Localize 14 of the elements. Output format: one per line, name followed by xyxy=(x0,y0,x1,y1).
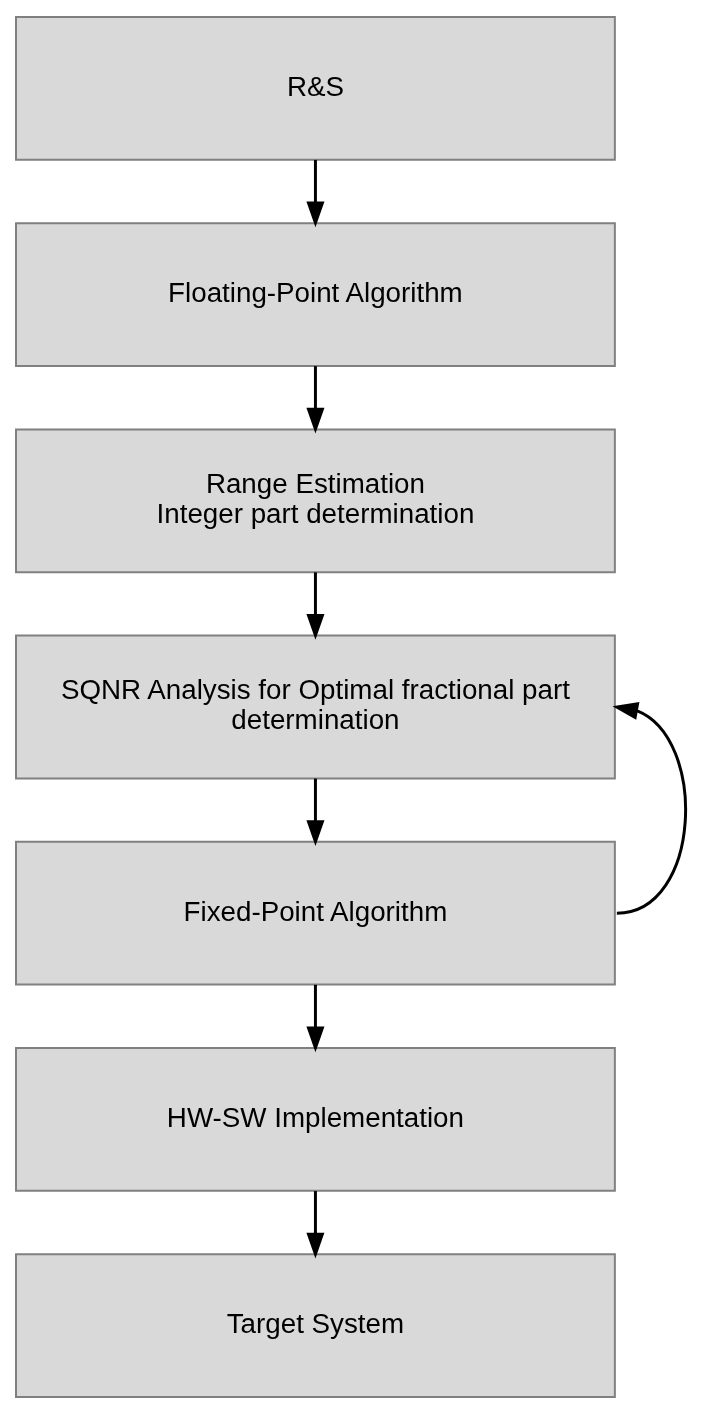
node-box: SQNR Analysis for Optimal fractional part determination xyxy=(15,634,616,780)
node-box: HW-SW Implementation xyxy=(15,1047,616,1192)
node-box: Fixed-Point Algorithm xyxy=(15,840,616,986)
arrow xyxy=(306,366,325,434)
node-box: R&S xyxy=(15,15,616,161)
arrow xyxy=(306,159,325,228)
arrow xyxy=(306,1191,325,1259)
node-box: Target System xyxy=(15,1253,616,1399)
arrow xyxy=(306,572,325,640)
arrow xyxy=(306,778,325,846)
arrow xyxy=(612,701,687,915)
arrow xyxy=(306,984,325,1053)
node-box: Range Estimation Integer part determination xyxy=(15,428,616,574)
node-box: Floating-Point Algorithm xyxy=(15,222,616,367)
